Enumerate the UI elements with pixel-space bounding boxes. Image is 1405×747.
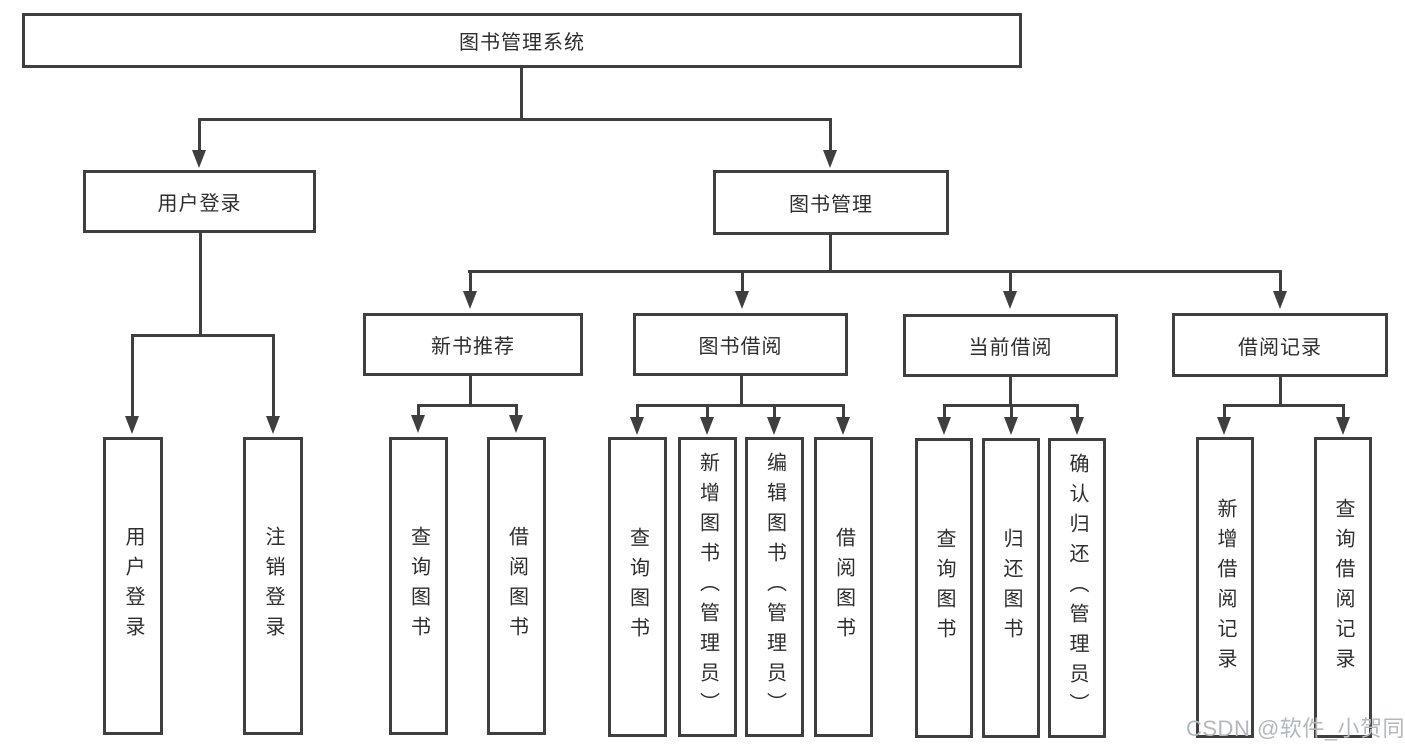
connector-line	[468, 270, 1282, 273]
connector-line	[1009, 377, 1012, 407]
node-current-borrowing: 当前借阅	[903, 314, 1118, 377]
arrow-down-icon	[1004, 417, 1018, 435]
arrow-down-icon	[937, 417, 951, 435]
arrow-down-icon	[735, 291, 749, 309]
leaf-borrow-books-recommend: 借阅图书	[487, 437, 546, 735]
connector-line	[198, 121, 201, 154]
connector-line	[943, 404, 1079, 407]
arrow-down-icon	[411, 415, 425, 433]
arrow-down-icon	[823, 150, 837, 168]
csdn-watermark: CSDN @软件_小贺同学	[1186, 716, 1405, 741]
connector-line	[272, 337, 275, 420]
leaf-user-login: 用户登录	[103, 437, 163, 735]
connector-line	[1342, 407, 1345, 421]
leaf-query-borrow-record: 查询借阅记录	[1314, 437, 1372, 738]
leaf-borrow-books-borrowing: 借阅图书	[814, 437, 873, 737]
leaf-query-books-current: 查询图书	[915, 438, 973, 738]
connector-line	[417, 404, 518, 407]
connector-line	[829, 235, 832, 273]
connector-line	[706, 407, 709, 421]
leaf-add-books-admin: 新增图书（管理员）	[678, 437, 737, 737]
arrow-down-icon	[125, 416, 139, 434]
connector-line	[199, 233, 202, 337]
connector-line	[1223, 407, 1226, 421]
connector-line	[515, 407, 518, 419]
connector-line	[740, 376, 743, 407]
connector-line	[1076, 407, 1079, 421]
connector-line	[636, 404, 845, 407]
connector-line	[636, 407, 639, 421]
arrow-down-icon	[1003, 291, 1017, 309]
arrow-down-icon	[836, 417, 850, 435]
connector-line	[1009, 273, 1012, 295]
node-user-login: 用户登录	[83, 170, 316, 233]
node-book-management: 图书管理	[713, 170, 949, 235]
arrow-down-icon	[767, 417, 781, 435]
connector-line	[1010, 407, 1013, 421]
connector-line	[131, 334, 275, 337]
connector-line	[741, 273, 744, 295]
arrow-down-icon	[1217, 417, 1231, 435]
arrow-down-icon	[463, 291, 477, 309]
arrow-down-icon	[700, 417, 714, 435]
arrow-down-icon	[192, 150, 206, 168]
node-library-management-system: 图书管理系统	[22, 13, 1022, 68]
connector-line	[1279, 273, 1282, 295]
arrow-down-icon	[1070, 417, 1084, 435]
connector-line	[417, 407, 420, 419]
arrow-down-icon	[266, 416, 280, 434]
connector-line	[842, 407, 845, 421]
arrow-down-icon	[1336, 417, 1350, 435]
leaf-logout: 注销登录	[243, 437, 303, 735]
node-new-book-recommend: 新书推荐	[363, 313, 583, 376]
leaf-query-books-recommend: 查询图书	[389, 437, 448, 735]
connector-line	[1279, 377, 1282, 407]
node-borrowing-records: 借阅记录	[1172, 313, 1388, 377]
leaf-confirm-return-admin: 确认归还（管理员）	[1048, 438, 1106, 738]
connector-line	[469, 273, 472, 295]
node-book-borrowing: 图书借阅	[633, 313, 848, 376]
leaf-return-books: 归还图书	[982, 438, 1040, 738]
connector-line	[773, 407, 776, 421]
arrow-down-icon	[630, 417, 644, 435]
connector-line	[1223, 404, 1345, 407]
connector-line	[520, 68, 523, 121]
connector-line	[469, 376, 472, 407]
leaf-add-borrow-record: 新增借阅记录	[1196, 437, 1254, 738]
connector-line	[829, 121, 832, 154]
leaf-edit-books-admin: 编辑图书（管理员）	[745, 437, 804, 737]
leaf-query-books-borrowing: 查询图书	[608, 437, 667, 737]
connector-line	[943, 407, 946, 421]
connector-line	[198, 118, 832, 121]
arrow-down-icon	[1273, 291, 1287, 309]
connector-line	[131, 337, 134, 420]
arrow-down-icon	[509, 415, 523, 433]
